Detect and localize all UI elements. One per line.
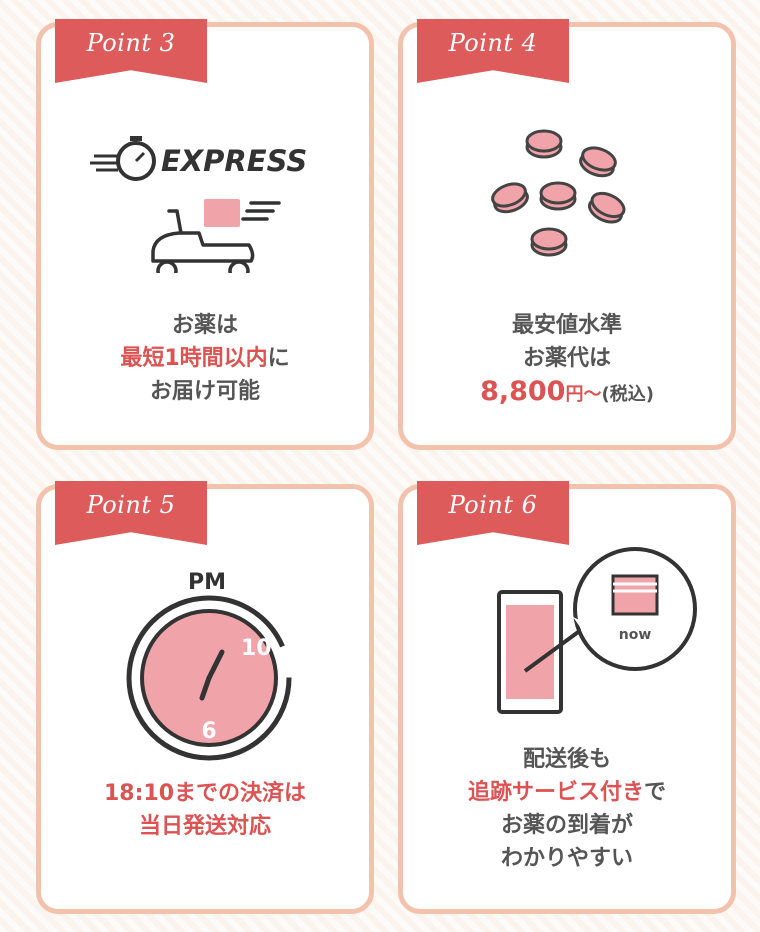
pill-icon — [530, 227, 568, 257]
pill-icon — [576, 142, 620, 182]
point-card-6: Point 6 now 配送後も 追跡サービス付きで お薬の到着が わかりやすい — [398, 481, 736, 914]
point-card-5: Point 5 PM 10 6 18:10までの決済は 当日発送対応 — [36, 481, 374, 914]
point4-description: 最安値水準 お薬代は 8,800円〜(税込) — [480, 313, 654, 407]
pill-icon — [584, 187, 630, 229]
point-card-4: Point 4 最安値水準 お薬代は 8,800円〜(税込) — [398, 19, 736, 450]
clock-number-10: 10 — [241, 636, 272, 661]
card-icon — [611, 574, 659, 616]
pm-label: PM — [188, 570, 226, 595]
bubble-now-label: now — [619, 627, 652, 643]
clock-number-6: 6 — [201, 719, 216, 744]
point-ribbon: Point 4 — [417, 19, 569, 83]
point6-description: 配送後も 追跡サービス付きで お薬の到着が わかりやすい — [467, 747, 667, 871]
pills-illustration — [488, 129, 630, 257]
smartphone-icon — [497, 590, 563, 714]
pill-icon — [488, 178, 532, 218]
tracking-illustration: now — [497, 547, 697, 714]
scooter-icon — [151, 199, 281, 273]
express-label: EXPRESS — [161, 144, 307, 178]
stopwatch-icon — [90, 136, 156, 181]
point5-description: 18:10までの決済は 当日発送対応 — [103, 781, 307, 839]
clock-icon: 10 6 — [126, 595, 292, 761]
pill-icon — [539, 181, 577, 211]
express-delivery-illustration: EXPRESS — [90, 136, 307, 273]
point-ribbon: Point 5 — [55, 481, 207, 545]
point-card-3: Point 3 EXPRESS お薬は 最短1時間以内に お届け可能 — [36, 19, 374, 450]
point3-description: お薬は 最短1時間以内に お届け可能 — [120, 313, 290, 404]
speech-bubble-icon: now — [523, 547, 697, 673]
point-ribbon: Point 6 — [417, 481, 569, 545]
pill-icon — [525, 129, 563, 159]
clock-illustration: PM 10 6 — [126, 570, 292, 761]
point-ribbon: Point 3 — [55, 19, 207, 83]
